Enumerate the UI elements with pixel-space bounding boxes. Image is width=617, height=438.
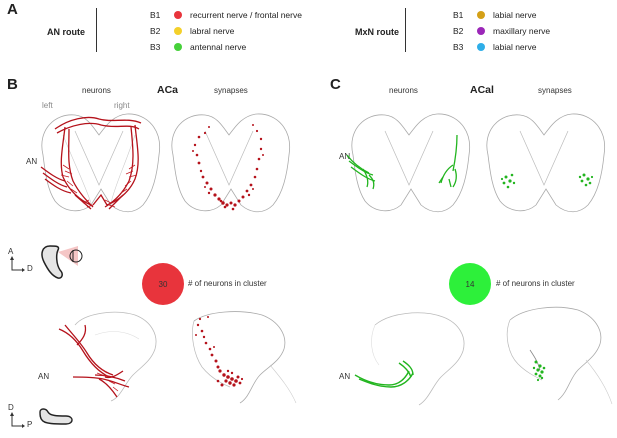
legend-dot-red (174, 11, 182, 19)
panel-b-count-label: # of neurons in cluster (188, 279, 267, 288)
an-route-title: AN route (47, 27, 85, 37)
legend-label: antennal nerve (190, 42, 247, 52)
legend-code: B1 (453, 10, 464, 20)
legend-label: recurrent nerve / frontal nerve (190, 10, 302, 20)
panel-c-neurons-lateral-view (354, 312, 465, 406)
panel-c-neurons-label: neurons (389, 86, 418, 95)
legend-dot-yellow (174, 27, 182, 35)
panel-b-right-label: right (114, 101, 130, 110)
legend-code: B3 (150, 42, 161, 52)
panel-c-neurons-frontal-view (346, 113, 471, 213)
panel-c-count-circle: 14 (449, 263, 491, 305)
panel-b-neurons-lateral-view (58, 311, 157, 402)
panel-c-cluster-name: ACal (470, 84, 494, 96)
legend-mxn-b1: B1 labial nerve (453, 10, 536, 20)
legend-code: B2 (150, 26, 161, 36)
legend-mxn-b3: B3 labial nerve (453, 42, 536, 52)
orient-top-up-label: A (8, 247, 14, 256)
body-lateral-icon (39, 408, 73, 425)
panel-b-cluster-name: ACa (157, 84, 179, 96)
panel-b-synapses-lateral-view (192, 311, 297, 404)
panel-b-an-top-label: AN (26, 157, 38, 166)
head-side-view-icon (41, 245, 83, 279)
legend-label: labial nerve (493, 42, 537, 52)
legend-mxn-b2: B2 maxillary nerve (453, 26, 550, 36)
an-route-divider (96, 8, 97, 52)
legend-label: labral nerve (190, 26, 235, 36)
legend-label: labial nerve (493, 10, 537, 20)
mxn-route-title: MxN route (355, 27, 400, 37)
orientation-axes-top (10, 256, 25, 272)
legend-dot-blue (477, 43, 485, 51)
orient-bottom-up-label: D (8, 403, 14, 412)
legend-dot-purple (477, 27, 485, 35)
legend-dot-gold (477, 11, 485, 19)
orient-top-right-label: D (27, 264, 33, 273)
panel-b-count-value: 30 (158, 279, 168, 289)
panel-c-synapses-frontal-view (486, 113, 606, 213)
legend-code: B2 (453, 26, 464, 36)
legend-code: B1 (150, 10, 161, 20)
panel-a-letter: A (7, 1, 18, 18)
legend-an-b3: B3 antennal nerve (150, 42, 246, 52)
panel-b-count-circle: 30 (142, 263, 184, 305)
orient-bottom-right-label: P (27, 420, 33, 429)
panel-c-letter: C (330, 76, 341, 93)
orientation-axes-bottom (10, 412, 25, 428)
panel-c-an-bottom-label: AN (339, 372, 351, 381)
panel-b-left-label: left (42, 101, 53, 110)
panel-b-synapses-frontal-view (171, 113, 291, 213)
panel-b-synapses-label: synapses (214, 86, 248, 95)
panel-c-an-top-label: AN (339, 152, 351, 161)
legend-label: maxillary nerve (493, 26, 551, 36)
panel-b-letter: B (7, 76, 18, 93)
legend-dot-green (174, 43, 182, 51)
panel-b-neurons-frontal-view (40, 113, 161, 213)
panel-b-an-bottom-label: AN (38, 372, 50, 381)
panel-c-count-value: 14 (465, 279, 475, 289)
legend-an-b1: B1 recurrent nerve / frontal nerve (150, 10, 302, 20)
panel-c-synapses-label: synapses (538, 86, 572, 95)
panel-c-synapses-lateral-view (506, 306, 613, 405)
panel-b-neurons-label: neurons (82, 86, 111, 95)
panel-c-count-label: # of neurons in cluster (496, 279, 575, 288)
legend-an-b2: B2 labral nerve (150, 26, 234, 36)
mxn-route-divider (405, 8, 406, 52)
legend-code: B3 (453, 42, 464, 52)
